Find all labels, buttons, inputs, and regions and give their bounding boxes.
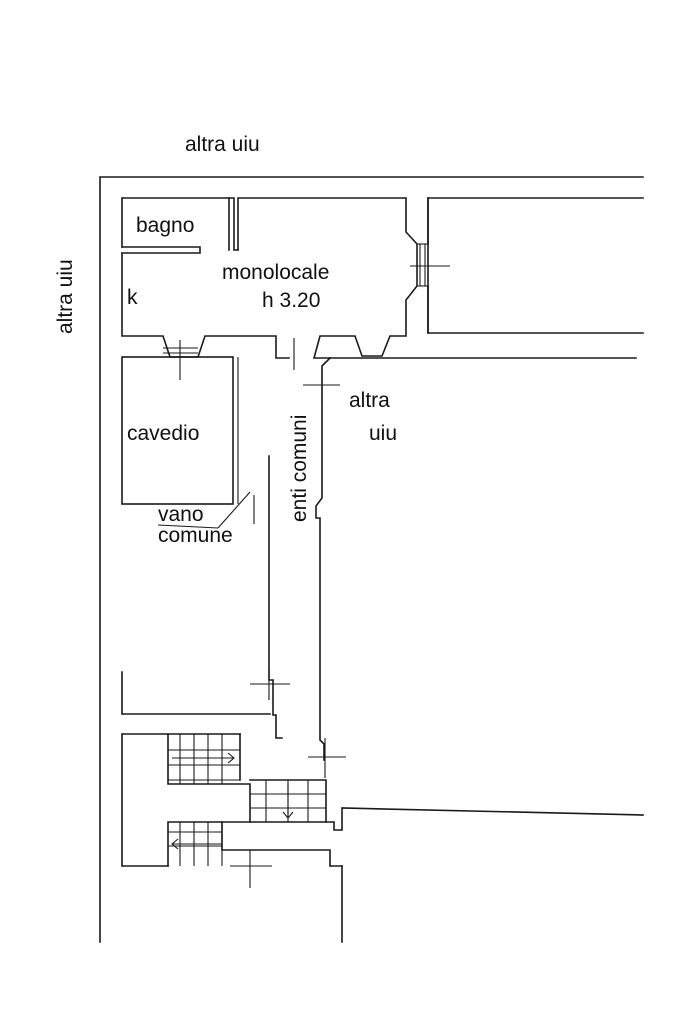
lower-left-room [121,671,271,715]
label-common-areas: enti comuni [288,415,311,522]
door-mark-corridor [250,668,346,778]
label-height: h 3.20 [262,289,320,312]
bathroom-walls [121,197,239,254]
outer-boundary [99,176,644,943]
label-right-neighbor-2: uiu [369,422,397,445]
label-common-room-1: vano [158,503,204,526]
label-top-neighbor: altra uiu [185,133,260,156]
label-light-well: cavedio [127,422,199,445]
label-left-neighbor: altra uiu [54,259,77,334]
common-room-leader [157,491,255,529]
label-bathroom: bagno [136,214,194,237]
label-kitchen: k [127,286,138,309]
label-right-neighbor-1: altra [349,389,390,412]
staircase [121,733,327,867]
neighbor-unit-top-right [427,197,644,334]
label-studio: monolocale [222,261,329,284]
label-common-room-2: comune [158,524,233,547]
light-well-walls [121,340,239,505]
bottom-landing [221,807,644,943]
window-symbol [410,243,450,287]
corridor-walls [268,338,637,761]
